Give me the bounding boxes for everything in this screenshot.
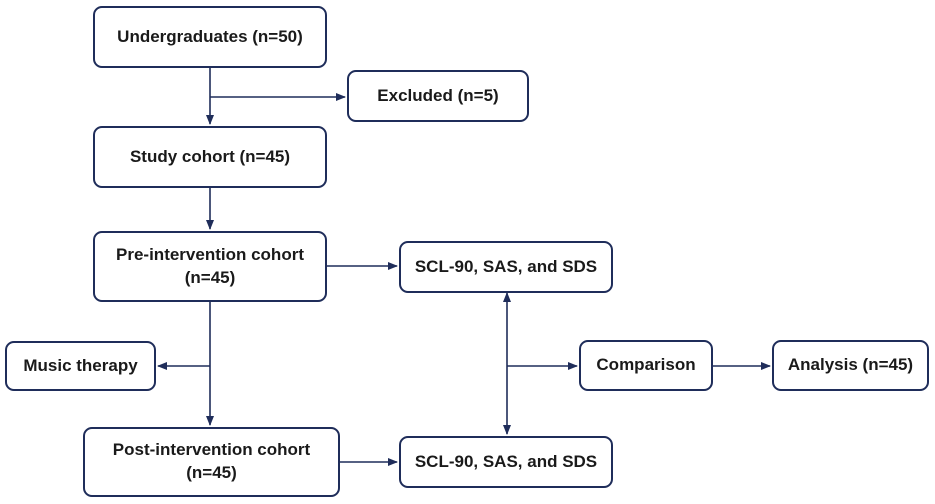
node-pre-intervention-cohort: Pre-intervention cohort (n=45) (93, 231, 327, 302)
node-comparison: Comparison (579, 340, 713, 391)
node-undergraduates: Undergraduates (n=50) (93, 6, 327, 68)
node-study-cohort: Study cohort (n=45) (93, 126, 327, 188)
node-scl-pre: SCL-90, SAS, and SDS (399, 241, 613, 293)
node-scl-post: SCL-90, SAS, and SDS (399, 436, 613, 488)
node-excluded: Excluded (n=5) (347, 70, 529, 122)
node-analysis: Analysis (n=45) (772, 340, 929, 391)
node-post-intervention-cohort: Post-intervention cohort (n=45) (83, 427, 340, 497)
node-music-therapy: Music therapy (5, 341, 156, 391)
